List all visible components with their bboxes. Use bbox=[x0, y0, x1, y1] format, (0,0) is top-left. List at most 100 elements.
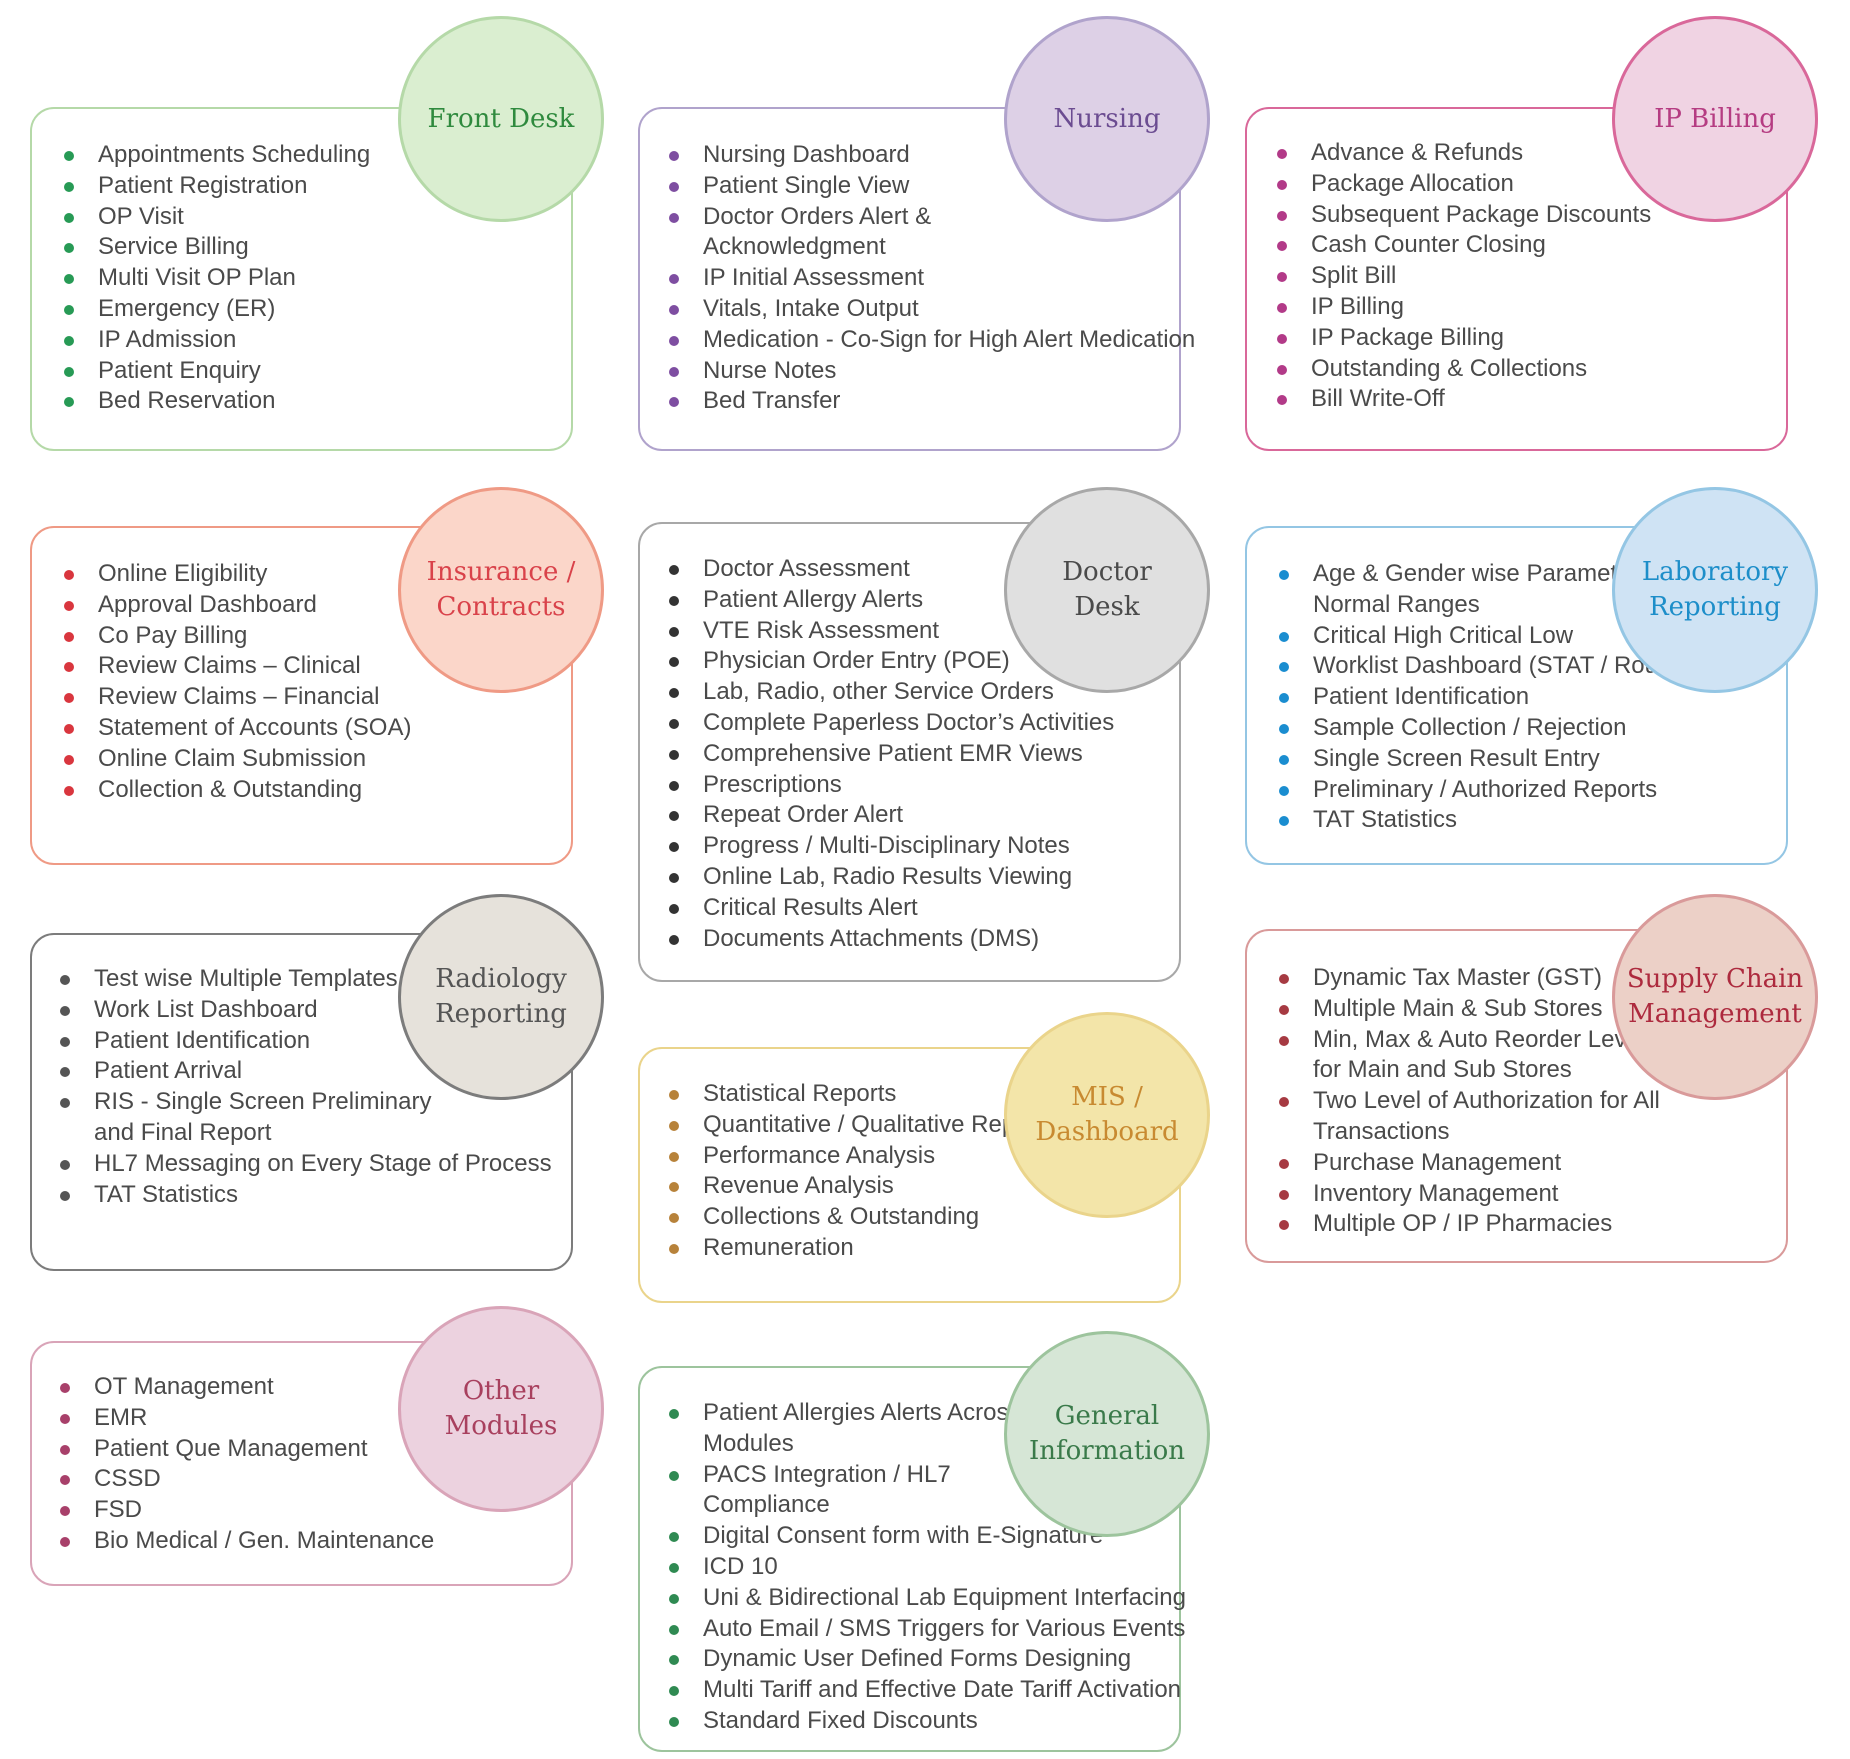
bullet-icon bbox=[60, 1475, 70, 1486]
list-item: Prescriptions bbox=[669, 770, 1114, 801]
list-item-label: Performance Analysis bbox=[703, 1141, 936, 1169]
list-item: Statistical Reports bbox=[669, 1079, 1055, 1110]
bullet-icon bbox=[1279, 1097, 1289, 1108]
list-item: VTE Risk Assessment bbox=[669, 616, 1114, 647]
list-item-label: Dynamic User Defined Forms Designing bbox=[703, 1645, 1132, 1673]
bullet-icon bbox=[669, 934, 679, 945]
list-item: Test wise Multiple Templates bbox=[60, 964, 552, 995]
general-information-header-circle: General Information bbox=[1004, 1331, 1210, 1537]
list-item: Dynamic Tax Master (GST) bbox=[1279, 963, 1660, 994]
list-item: IP Billing bbox=[1277, 292, 1651, 323]
bullet-icon bbox=[64, 151, 74, 161]
bullet-icon bbox=[669, 1243, 679, 1254]
list-item-label: Multiple OP / IP Pharmacies bbox=[1313, 1210, 1613, 1238]
list-item: ICD 10 bbox=[669, 1552, 1186, 1583]
list-item: Two Level of Authorization for All bbox=[1279, 1086, 1660, 1117]
doctor-desk-header-circle: Doctor Desk bbox=[1004, 487, 1210, 693]
bullet-icon bbox=[64, 631, 74, 642]
list-item-label: EMR bbox=[94, 1403, 148, 1431]
list-item-label: Patient Identification bbox=[94, 1026, 311, 1054]
list-item: Vitals, Intake Output bbox=[669, 294, 1195, 325]
bullet-icon bbox=[1279, 1035, 1289, 1046]
bullet-icon bbox=[64, 335, 74, 346]
list-item-label: Multi Visit OP Plan bbox=[98, 264, 296, 292]
list-item: Co Pay Billing bbox=[64, 621, 411, 652]
list-item-label: Uni & Bidirectional Lab Equipment Interf… bbox=[703, 1583, 1186, 1611]
bullet-icon bbox=[60, 975, 70, 985]
bullet-icon bbox=[1277, 395, 1287, 406]
list-item-label: Dynamic Tax Master (GST) bbox=[1313, 964, 1602, 991]
list-item-label: Physician Order Entry (POE) bbox=[703, 647, 1010, 675]
module-title: Doctor Desk bbox=[1062, 557, 1152, 622]
list-item-label: Min, Max & Auto Reorder Level bbox=[1313, 1025, 1646, 1053]
bullet-icon bbox=[1279, 1004, 1289, 1015]
list-item-label: Approval Dashboard bbox=[98, 590, 317, 618]
list-item-label: Bio Medical / Gen. Maintenance bbox=[94, 1526, 435, 1554]
list-item: EMR bbox=[60, 1403, 434, 1434]
module-title: Radiology Reporting bbox=[435, 964, 567, 1029]
list-item: Min, Max & Auto Reorder Level bbox=[1279, 1025, 1660, 1056]
list-item-label: Multi Tariff and Effective Date Tariff A… bbox=[703, 1676, 1182, 1704]
bullet-icon bbox=[669, 397, 679, 408]
list-item-label: Repeat Order Alert bbox=[703, 801, 904, 829]
list-item-label: Subsequent Package Discounts bbox=[1311, 200, 1652, 228]
list-item: Cash Counter Closing bbox=[1277, 230, 1651, 261]
list-item-label: Review Claims – Financial bbox=[98, 683, 380, 711]
list-item-label: Patient Allergy Alerts bbox=[703, 585, 924, 613]
list-item-label: IP Initial Assessment bbox=[703, 264, 924, 292]
bullet-icon bbox=[1277, 272, 1287, 283]
list-item: Normal Ranges bbox=[1279, 590, 1705, 621]
list-item-label: Appointments Scheduling bbox=[98, 141, 371, 168]
list-item-label: Patient Identification bbox=[1313, 683, 1530, 711]
list-item-label: Auto Email / SMS Triggers for Various Ev… bbox=[703, 1614, 1186, 1642]
bullet-icon bbox=[1279, 693, 1289, 704]
list-item: and Final Report bbox=[60, 1118, 552, 1149]
list-item-label: Prescriptions bbox=[703, 770, 842, 798]
front-desk-header-circle: Front Desk bbox=[398, 16, 604, 222]
bullet-icon bbox=[669, 366, 679, 377]
list-item-label: OT Management bbox=[94, 1373, 274, 1400]
list-item-label: Medication - Co-Sign for High Alert Medi… bbox=[703, 325, 1196, 353]
bullet-icon bbox=[60, 1506, 70, 1517]
list-item: Auto Email / SMS Triggers for Various Ev… bbox=[669, 1614, 1186, 1645]
bullet-icon bbox=[669, 718, 679, 729]
list-item-label: Statement of Accounts (SOA) bbox=[98, 713, 412, 741]
list-item: Advance & Refunds bbox=[1277, 138, 1651, 169]
list-item-label: Sample Collection / Rejection bbox=[1313, 713, 1627, 741]
bullet-icon bbox=[669, 1532, 679, 1543]
list-item-label: for Main and Sub Stores bbox=[1313, 1056, 1572, 1084]
list-item-label: RIS - Single Screen Preliminary bbox=[94, 1088, 432, 1116]
list-item: Acknowledgment bbox=[669, 232, 1195, 263]
list-item: FSD bbox=[60, 1495, 434, 1526]
bullet-icon bbox=[60, 1383, 70, 1393]
bullet-icon bbox=[669, 212, 679, 223]
list-item-label: Collection & Outstanding bbox=[98, 775, 363, 803]
bullet-icon bbox=[669, 1120, 679, 1131]
list-item-label: Age & Gender wise Parameters bbox=[1313, 560, 1651, 587]
list-item: HL7 Messaging on Every Stage of Process bbox=[60, 1149, 552, 1180]
list-item: Standard Fixed Discounts bbox=[669, 1706, 1186, 1737]
bullet-icon bbox=[1277, 333, 1287, 344]
bullet-icon bbox=[1279, 816, 1289, 827]
bullet-icon bbox=[1277, 364, 1287, 375]
bullet-icon bbox=[669, 1562, 679, 1573]
list-item: CSSD bbox=[60, 1464, 434, 1495]
list-item: Sample Collection / Rejection bbox=[1279, 713, 1705, 744]
list-item: Age & Gender wise Parameters bbox=[1279, 559, 1705, 590]
module-title: General Information bbox=[1028, 1401, 1186, 1466]
list-item-label: Online Claim Submission bbox=[98, 744, 367, 772]
list-item: Complete Paperless Doctor’s Activities bbox=[669, 708, 1114, 739]
list-item: Statement of Accounts (SOA) bbox=[64, 713, 411, 744]
bullet-icon bbox=[669, 1624, 679, 1635]
bullet-icon bbox=[64, 304, 74, 315]
list-item-label: Co Pay Billing bbox=[98, 621, 248, 649]
bullet-icon bbox=[60, 1159, 70, 1170]
bullet-icon bbox=[64, 754, 74, 765]
bullet-icon bbox=[669, 274, 679, 285]
list-item-label: Revenue Analysis bbox=[703, 1172, 894, 1200]
list-item-label: Compliance bbox=[703, 1491, 830, 1519]
list-item: Lab, Radio, other Service Orders bbox=[669, 677, 1114, 708]
